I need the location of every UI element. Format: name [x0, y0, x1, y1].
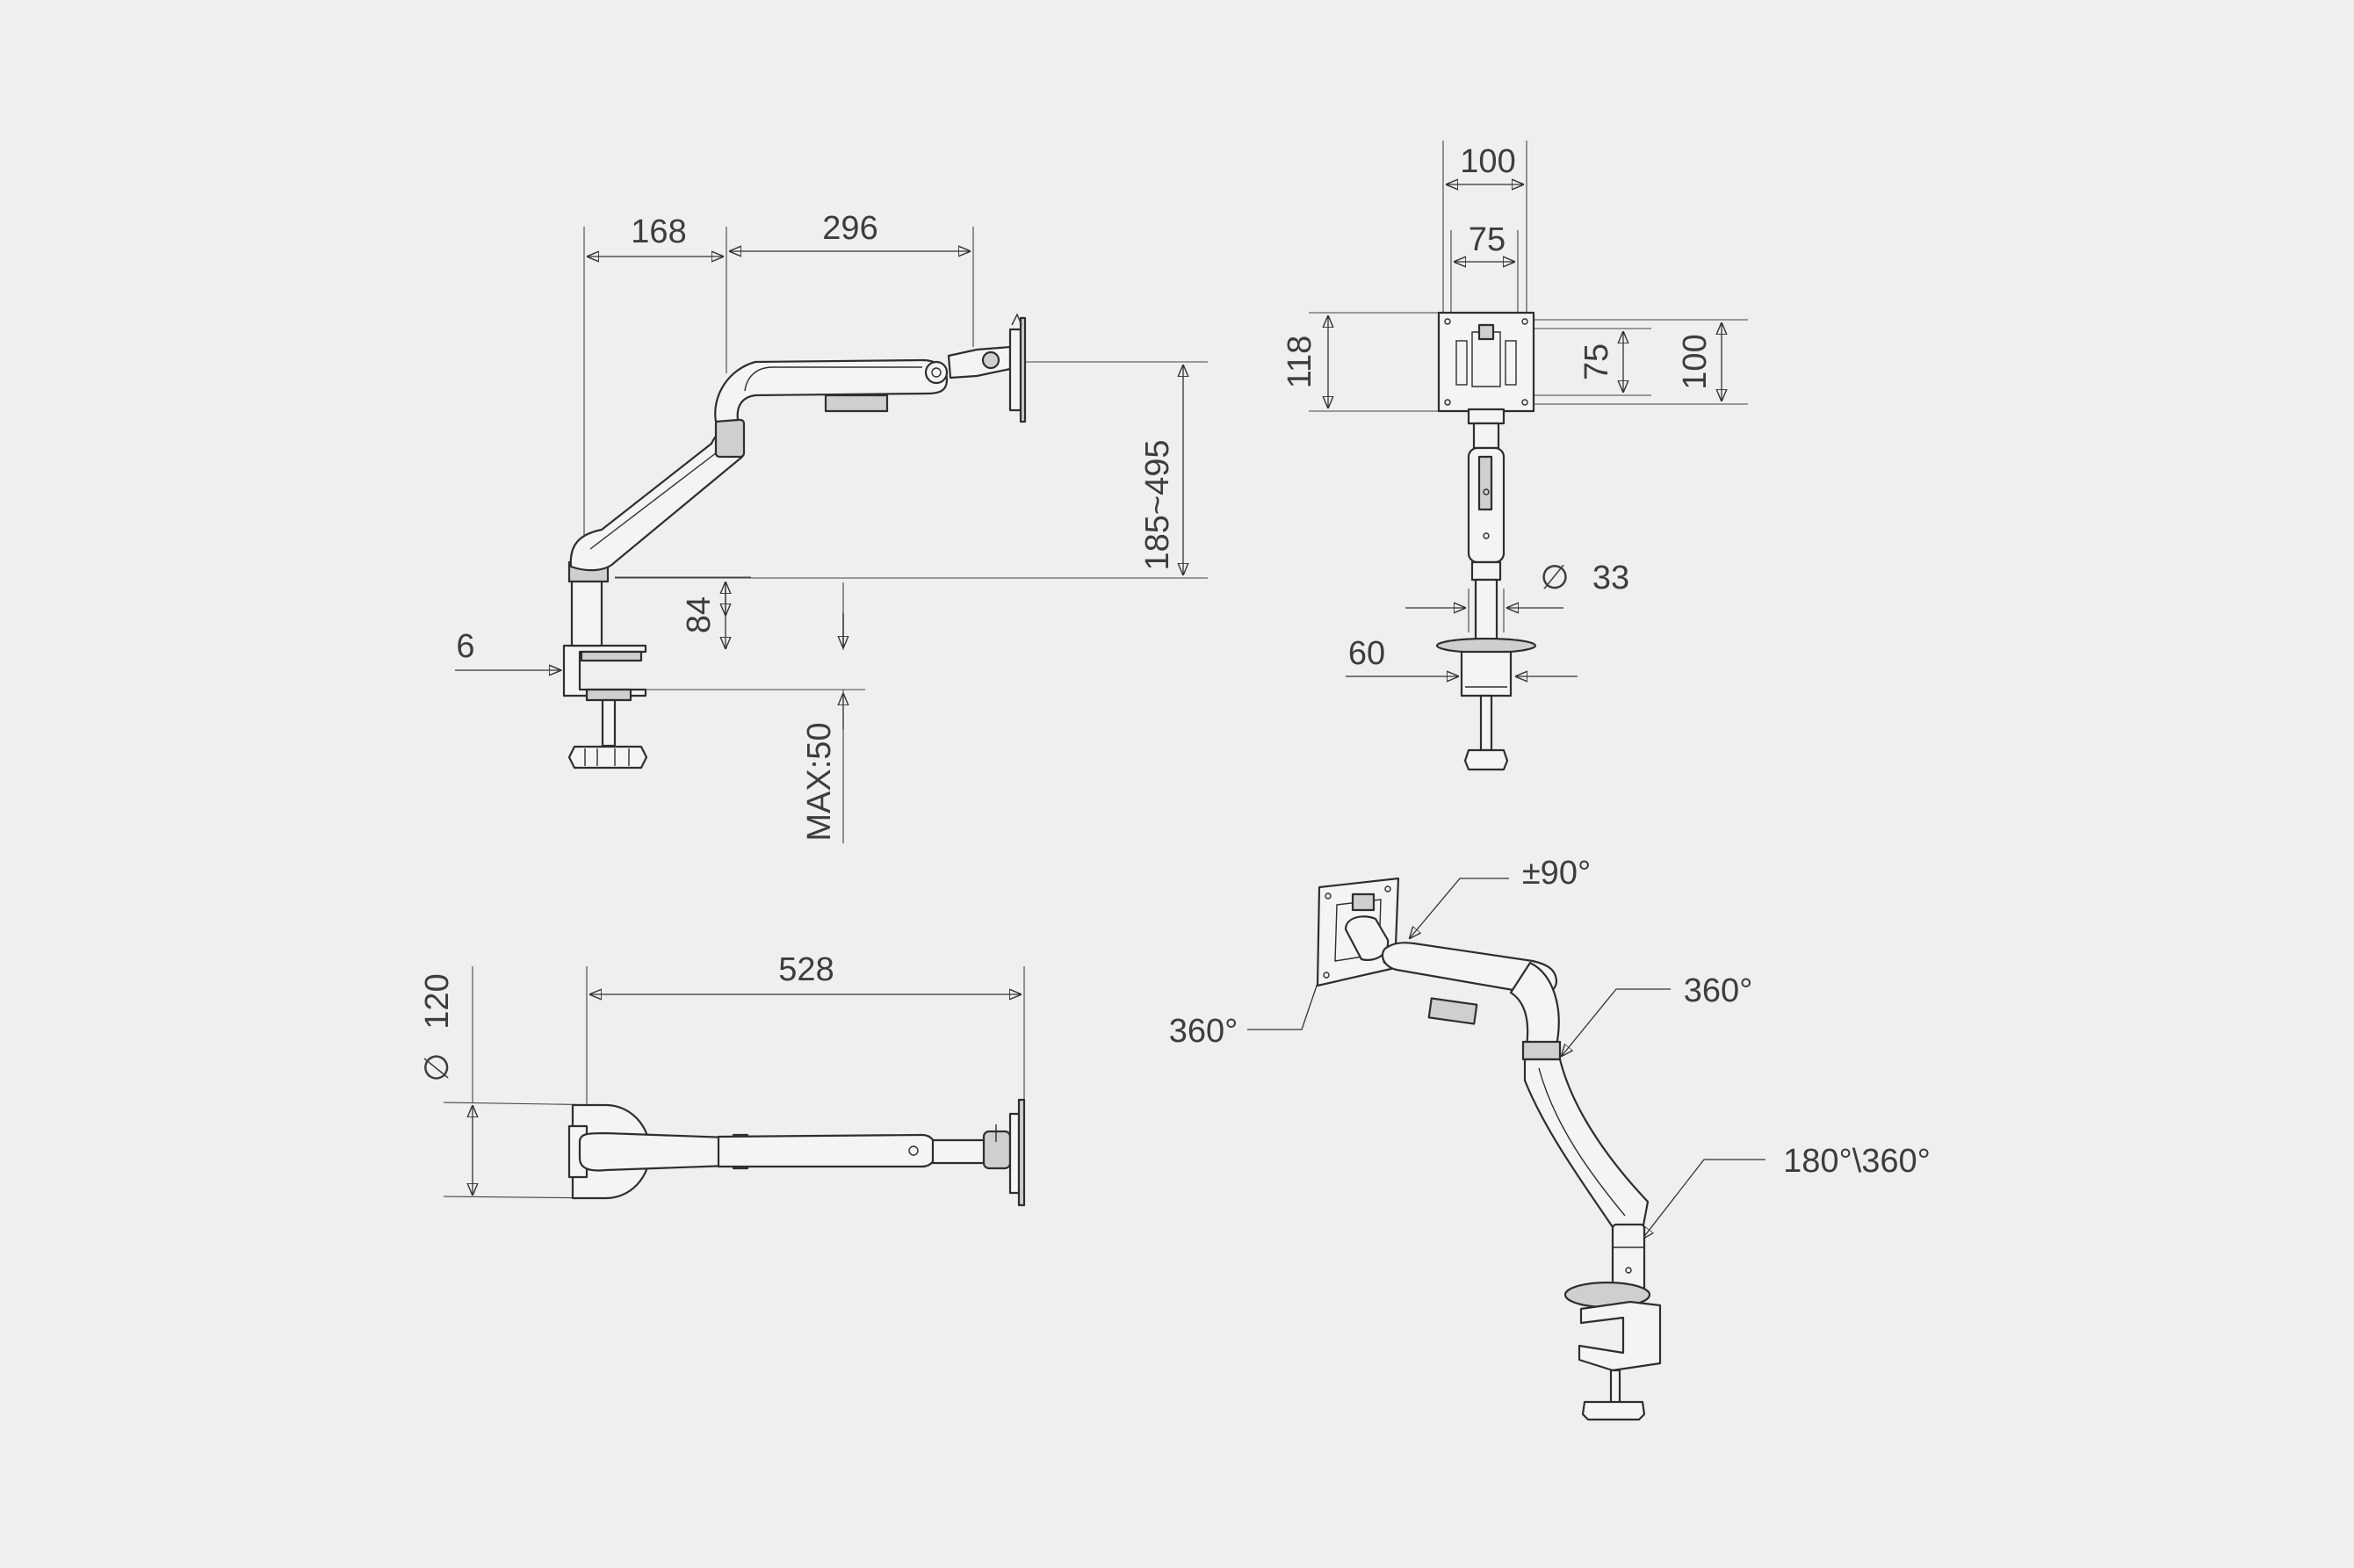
leader-tilt	[1410, 878, 1509, 938]
clamp-knob	[567, 745, 648, 770]
lower-arm-iso	[1523, 1058, 1650, 1232]
front-view-dimension-lines	[1328, 184, 1722, 676]
label-118: 118	[1282, 336, 1318, 389]
top-view-labels: 528 ∅ 120	[419, 951, 834, 1082]
top-view-dimension-lines	[473, 994, 1021, 1195]
lower-arm-top	[578, 1131, 731, 1172]
clamp-front	[1460, 650, 1513, 697]
label-base-180-360: 180°\360°	[1783, 1143, 1931, 1180]
clamp-knob-front	[1463, 748, 1509, 771]
pole-front	[1474, 578, 1498, 643]
front-view: 100 75 118 75 100 ∅ 33 60	[1282, 141, 1748, 771]
upper-arm-top	[717, 1133, 938, 1168]
label-6: 6	[456, 628, 474, 665]
side-view-dimension-lines	[455, 251, 1183, 729]
label-tilt-90: ±90°	[1522, 855, 1591, 892]
upper-arm-iso	[1381, 942, 1558, 995]
label-plate-360: 360°	[1169, 1013, 1238, 1050]
vesa-plate-top	[1008, 1112, 1021, 1195]
label-diameter-symbol-120: ∅	[419, 1052, 456, 1081]
clamp-iso	[1578, 1300, 1662, 1372]
label-max50: MAX:50	[801, 722, 838, 841]
label-168: 168	[631, 213, 686, 250]
clamp-screw	[601, 698, 617, 748]
label-84: 84	[681, 596, 718, 633]
upper-arm	[714, 358, 949, 423]
leader-elbow-rotation	[1562, 988, 1671, 1056]
tilt-head-top	[931, 1138, 987, 1165]
front-view-extension-lines	[1309, 141, 1748, 632]
label-100-height: 100	[1677, 334, 1714, 389]
label-diameter-symbol-33: ∅	[1540, 560, 1569, 596]
tilt-head	[947, 345, 1012, 379]
top-view-arm-drawing	[567, 1098, 1026, 1207]
label-296: 296	[822, 210, 877, 247]
side-view-arm-drawing	[562, 313, 1027, 770]
gas-spring-iso	[1427, 997, 1478, 1025]
label-528: 528	[778, 951, 834, 988]
gas-spring-cover	[824, 394, 889, 413]
label-185-495: 185~495	[1139, 440, 1176, 571]
vesa-plate-side	[1008, 328, 1022, 412]
label-120: 120	[419, 973, 456, 1029]
label-60: 60	[1348, 635, 1385, 672]
label-75-height: 75	[1578, 343, 1615, 380]
leader-base-rotation	[1643, 1159, 1766, 1239]
iso-view-labels: ±90° 360° 360° 180°\360°	[1169, 855, 1931, 1180]
side-view-labels: 168 296 185~495 84 6 MAX:50	[456, 210, 1176, 842]
front-view-arm-drawing	[1435, 311, 1537, 771]
leader-plate-rotation	[1247, 957, 1326, 1030]
label-75-width: 75	[1469, 221, 1506, 258]
side-view: 168 296 185~495 84 6 MAX:50	[455, 210, 1208, 843]
tilt-head-iso	[1344, 915, 1390, 961]
base-disc-front	[1435, 637, 1537, 654]
iso-view-arm-drawing	[1316, 877, 1662, 1421]
pole	[570, 578, 603, 647]
label-33: 33	[1592, 560, 1629, 596]
top-view: 528 ∅ 120	[419, 951, 1026, 1207]
front-view-labels: 100 75 118 75 100 ∅ 33 60	[1282, 143, 1714, 672]
iso-view: ±90° 360° 360° 180°\360°	[1169, 855, 1931, 1421]
elbow-joint	[924, 360, 949, 385]
label-100-width: 100	[1460, 143, 1515, 180]
clamp-knob-iso	[1581, 1400, 1646, 1421]
label-elbow-360: 360°	[1684, 972, 1753, 1009]
